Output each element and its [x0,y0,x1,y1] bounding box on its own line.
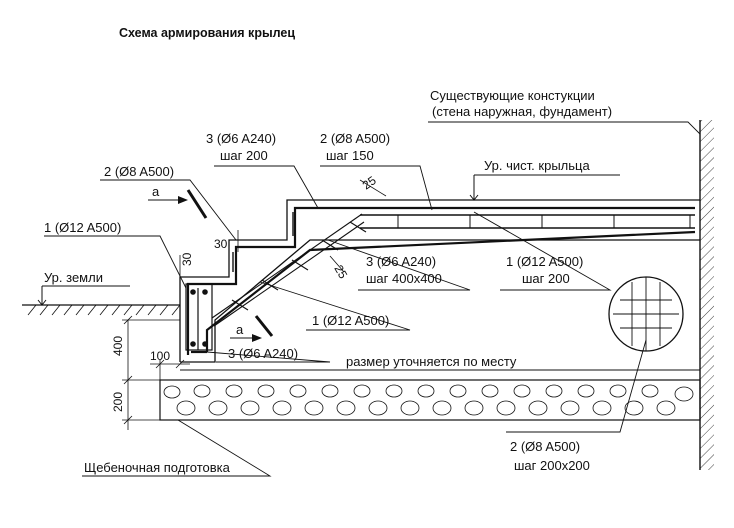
rebar-2-top-label-1: 2 (Ø8 A500) [320,131,390,146]
existing-construction-label-1: Существующие констукции [430,88,595,103]
rebar-3-top-label-1: 3 (Ø6 A240) [206,131,276,146]
rebar-2-top-label-2: шаг 150 [326,148,374,163]
dim-100: 100 [150,349,170,363]
level-porch-label: Ур. чист. крыльца [484,158,590,173]
level-marker-ground: Ур. земли [37,270,130,306]
dim-30-right: 30 [214,237,228,251]
rebar-2-bottom-label-1: 2 (Ø8 A500) [510,439,580,454]
gravel-label: Щебеночная подготовка [84,460,231,475]
level-ground-label: Ур. земли [44,270,103,285]
existing-construction-label-2: (стена наружная, фундамент) [432,104,612,119]
rebar-1-right-label-2: шаг 200 [522,271,570,286]
rebar-grid-detail [608,276,684,352]
section-marker-bottom: a [230,315,274,342]
dim-200: 200 [111,392,125,412]
gravel-layer [159,379,701,421]
rebar-2-left-label: 2 (Ø8 A500) [104,164,174,179]
dimension-lines [122,179,387,430]
existing-wall [699,120,714,470]
level-marker-porch: Ур. чист. крыльца [469,158,620,201]
rebar-3-bottom-label: 3 (Ø6 A240) [228,346,298,361]
dim-400: 400 [111,336,125,356]
leader-lines [44,121,701,477]
rebar-3-mid-label-1: 3 (Ø6 A240) [366,254,436,269]
rebar-1-right-label-1: 1 (Ø12 A500) [506,254,583,269]
footing-rebar-cage [185,283,213,351]
section-a-top-label: a [152,184,160,199]
rebar-2-bottom-label-2: шаг 200х200 [514,458,590,473]
section-a-bottom-label: a [236,322,244,337]
drawing-title: Схема армирования крылец [119,26,295,40]
rebar-1-left-label: 1 (Ø12 A500) [44,220,121,235]
dim-25-mid: 25 [331,263,350,282]
rebar-3-mid-label-2: шаг 400х400 [366,271,442,286]
dim-30-left: 30 [180,252,194,266]
rebar-1-low-label: 1 (Ø12 A500) [312,313,389,328]
rebar-3-top-label-2: шаг 200 [220,148,268,163]
section-marker-top: a [148,184,208,219]
size-note-label: размер уточняется по месту [346,354,517,369]
ground-line [22,304,181,316]
